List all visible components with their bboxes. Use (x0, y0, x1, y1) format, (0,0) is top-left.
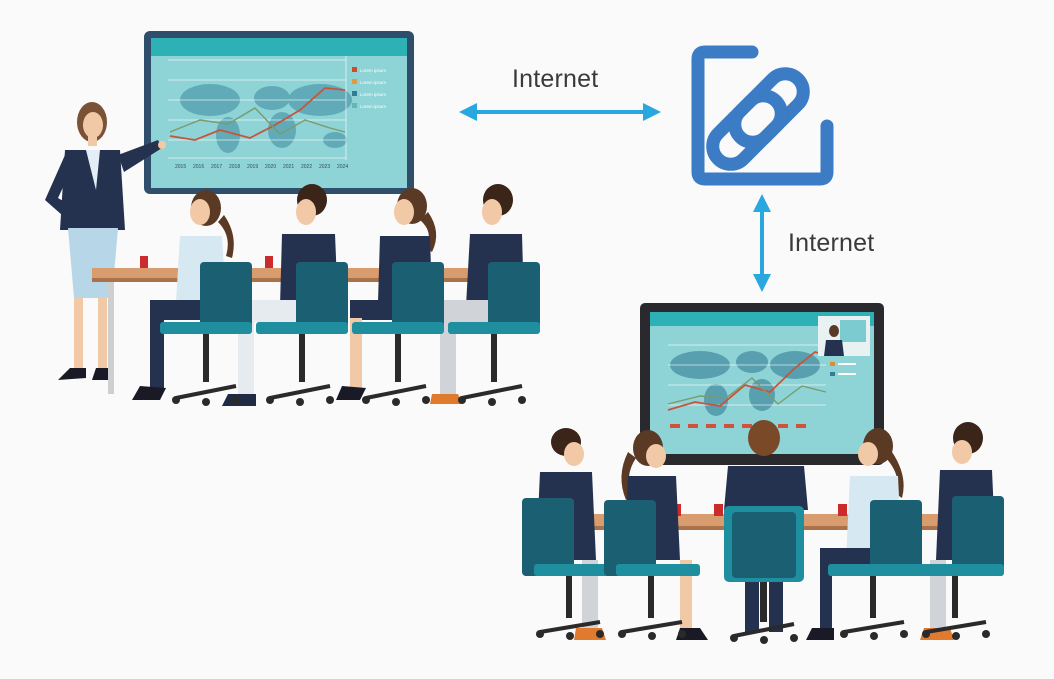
year-label: 2018 (229, 164, 240, 170)
legend-text: Lorem ipsum (360, 80, 386, 85)
year-label: 2024 (337, 164, 348, 170)
remote-chairs (522, 496, 1004, 644)
year-label: 2022 (301, 164, 312, 170)
year-label: 2017 (211, 164, 222, 170)
top-chairs (160, 262, 540, 406)
presenting-room: Lorem ipsum Lorem ipsum Lorem ipsum Lore… (45, 31, 540, 406)
year-label: 2023 (319, 164, 330, 170)
internet-label-vertical: Internet (788, 229, 875, 257)
world-map-icon (180, 84, 352, 153)
legend-text: Lorem ipsum (360, 104, 386, 109)
chart-legend: Lorem ipsum Lorem ipsum Lorem ipsum Lore… (352, 67, 386, 109)
year-label: 2020 (265, 164, 276, 170)
legend-text: Lorem ipsum (360, 68, 386, 73)
attendee (724, 420, 808, 632)
chain-link-icon (691, 45, 834, 186)
year-label: 2019 (247, 164, 258, 170)
year-label: 2021 (283, 164, 294, 170)
year-axis: 2015 2016 2017 2018 2019 2020 2021 2022 … (175, 164, 348, 170)
legend-text: Lorem ipsum (360, 92, 386, 97)
year-label: 2016 (193, 164, 204, 170)
top-display: Lorem ipsum Lorem ipsum Lorem ipsum Lore… (144, 31, 414, 194)
video-feed-presenter (818, 316, 870, 356)
remote-room (522, 303, 1004, 644)
year-label: 2015 (175, 164, 186, 170)
internet-label-horizontal: Internet (512, 65, 599, 93)
